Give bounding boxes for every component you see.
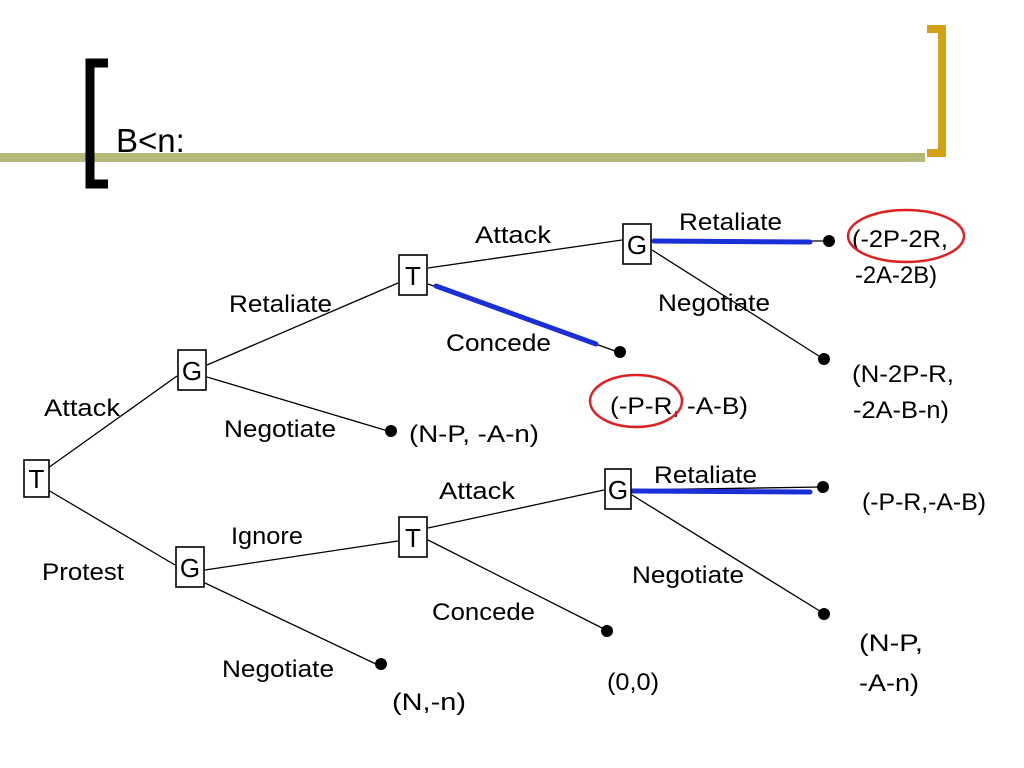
terminal-dot	[601, 625, 613, 637]
terminal-dot	[817, 481, 829, 493]
edge-label-negotiate-2: Negotiate	[222, 656, 334, 683]
node-label-g-lower: G	[608, 475, 628, 505]
edge-attack-lower	[427, 489, 605, 529]
edge-label-concede-lower: Concede	[432, 599, 535, 626]
payoff-neg2: (N,-n)	[392, 689, 466, 716]
terminal-dot	[818, 608, 830, 620]
payoff-ret-upper-line1: (-2P-2R,	[852, 226, 948, 253]
node-label-t-ignore: T	[405, 523, 421, 553]
payoff-neg1: (N-P, -A-n)	[409, 421, 539, 448]
edge-attack	[47, 375, 178, 469]
edge-negotiate-upper	[651, 249, 823, 359]
right-bracket	[927, 25, 946, 157]
highlight-circle-ret-upper	[846, 208, 966, 264]
highlight-circle-concede-upper	[588, 373, 684, 429]
edge-label-negotiate-1: Negotiate	[224, 416, 336, 443]
edge-label-ignore: Ignore	[231, 523, 303, 550]
terminal-dot	[375, 658, 387, 670]
edge-label-negotiate-upper: Negotiate	[658, 290, 770, 317]
node-label-g-protest: G	[180, 553, 200, 583]
node-label-t-retaliate: T	[405, 261, 421, 291]
payoff-ret-lower: (-P-R,-A-B)	[862, 489, 986, 516]
accent-bar	[0, 153, 925, 162]
payoff-neg-lower-line1: (N-P,	[859, 630, 923, 657]
payoff-neg-upper-line2: -2A-B-n)	[853, 397, 949, 424]
edge-concede-lower	[427, 539, 607, 631]
node-box-t-retaliate	[398, 254, 428, 296]
payoff-neg-upper-line1: (N-2P-R,	[852, 361, 954, 388]
node-box-g-upper	[622, 223, 652, 265]
edge-negotiate-2	[204, 582, 379, 666]
edge-negotiate-lower	[631, 494, 824, 614]
node-box-g-lower	[604, 468, 632, 510]
edge-ignore	[204, 540, 399, 571]
terminal-dot	[823, 235, 835, 247]
edge-retaliate-1	[206, 282, 399, 366]
highlight-retaliate-lower	[629, 488, 813, 495]
node-box-g-attack	[177, 349, 207, 391]
payoff-concede-lower: (0,0)	[607, 669, 659, 696]
edge-label-negotiate-lower: Negotiate	[632, 562, 744, 589]
edge-label-retaliate-1: Retaliate	[229, 291, 332, 318]
edge-label-attack-lower: Attack	[439, 478, 516, 505]
node-label-g-upper: G	[627, 230, 647, 260]
edge-label-retaliate-upper: Retaliate	[679, 209, 782, 236]
node-box-g-protest	[175, 546, 205, 588]
highlight-concede-upper	[433, 283, 599, 347]
terminal-dot	[614, 346, 626, 358]
edge-label-attack: Attack	[44, 395, 121, 422]
slide-title: B<n:	[116, 122, 185, 159]
payoff-concede-upper: (-P-R, -A-B)	[610, 393, 748, 420]
payoff-neg-lower-line2: -A-n)	[859, 670, 919, 697]
terminal-dot	[818, 353, 830, 365]
edge-label-concede-upper: Concede	[446, 330, 551, 357]
edge-attack-upper	[427, 239, 623, 269]
edge-label-attack-upper: Attack	[475, 222, 552, 249]
node-label-root: T	[29, 464, 45, 494]
left-bracket	[85, 58, 108, 189]
edge-label-retaliate-lower: Retaliate	[654, 462, 757, 489]
highlight-retaliate-upper	[651, 238, 813, 245]
edge-protest	[47, 489, 176, 566]
edge-label-protest: Protest	[42, 559, 124, 586]
node-label-g-attack: G	[182, 356, 202, 386]
node-box-root	[23, 459, 50, 498]
edge-negotiate-1	[206, 376, 389, 432]
payoff-ret-upper-line2: -2A-2B)	[855, 262, 937, 289]
terminal-dot	[385, 425, 397, 437]
node-box-t-ignore	[398, 516, 428, 558]
